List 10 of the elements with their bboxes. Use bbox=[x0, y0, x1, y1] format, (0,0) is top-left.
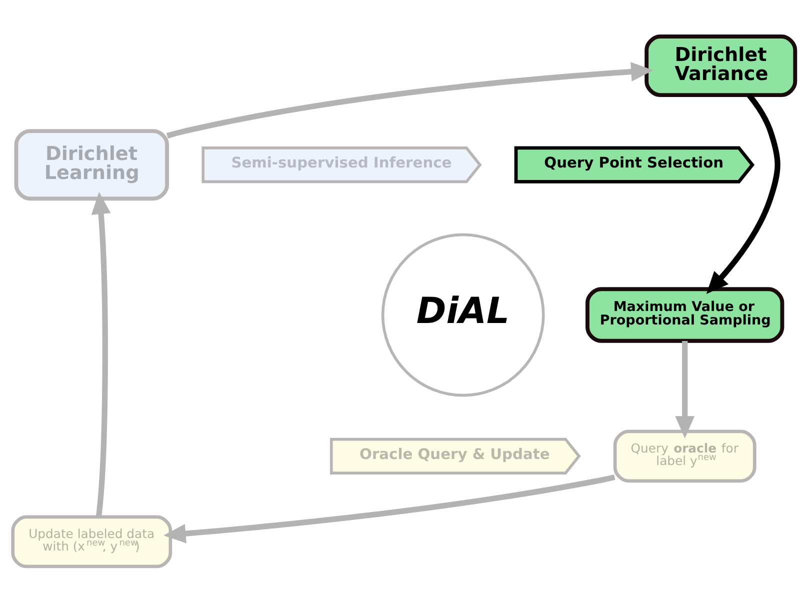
arrow bbox=[164, 474, 616, 543]
node-circle: DiAL bbox=[381, 232, 545, 396]
node-box: Dirichlet Variance bbox=[644, 34, 798, 96]
node-box: Query oracle for label y$^{new}$ bbox=[613, 429, 756, 482]
arrow bbox=[706, 92, 780, 294]
arrow bbox=[166, 61, 654, 138]
arrow bbox=[91, 191, 111, 517]
arrow bbox=[675, 340, 695, 438]
node-box: Maximum Value or Proportional Sampling bbox=[586, 286, 784, 342]
node-box: Dirichlet Learning bbox=[14, 128, 170, 200]
